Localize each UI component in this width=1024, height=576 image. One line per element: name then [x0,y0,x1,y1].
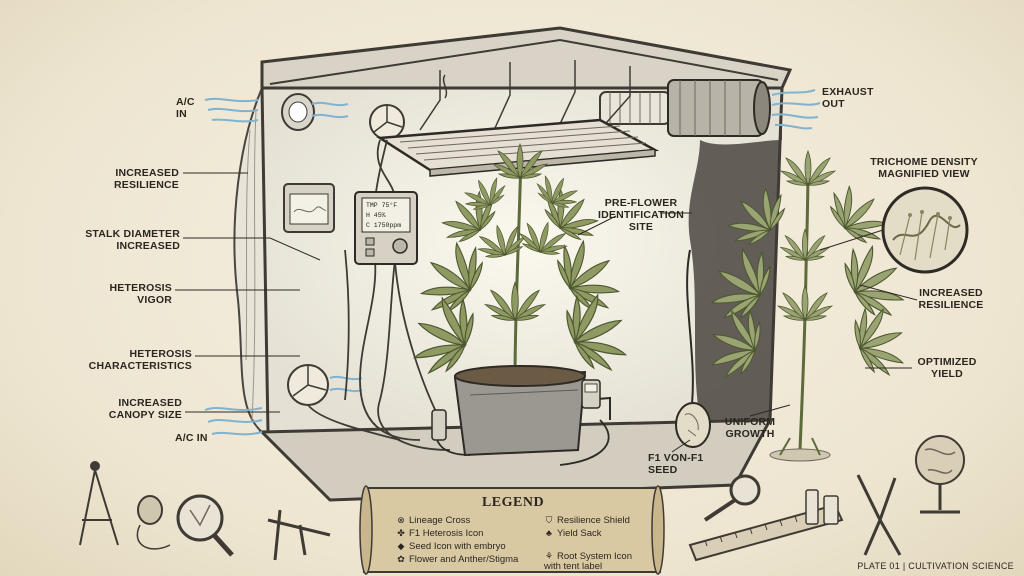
tent-left-flap [233,87,270,433]
legend-item-f1-heterosis: ✤F1 Heterosis Icon [397,528,484,539]
label-increased-canopy: INCREASED CANOPY SIZE [108,397,182,421]
vent-port-top [281,93,349,131]
plant-pot [453,365,611,457]
root-system-icon: ⚘ [544,551,554,561]
label-ac-in-top: A/C IN [176,96,195,120]
label-trichome: TRICHOME DENSITY MAGNIFIED VIEW [870,156,978,180]
magnifying-glass-icon [176,494,234,557]
calipers-icon [267,509,331,561]
label-f1-seed: F1 von-F1 SEED [648,452,704,476]
ruler-icon [688,503,844,562]
label-ac-in-bottom: A/C IN [175,432,208,444]
legend-title: LEGEND [481,495,545,510]
legend-item-yield-sack: ♣Yield Sack [544,528,601,539]
globe-icon [915,435,965,514]
yield-sack-icon: ♣ [546,528,552,538]
outdoor-comparison-plant [699,150,916,462]
drafting-compass-icon [79,461,119,546]
legend-item-seed: ◆Seed Icon with embryo [397,541,506,552]
twine-spool-icon [136,495,171,550]
leader-lines [175,172,918,453]
label-stalk-diameter: STALK DIAMETER INCREASED [85,228,180,252]
tent-top-frame [260,26,793,90]
hand-lens-icon [703,474,761,522]
exhaust-duct [599,79,771,137]
controller-line-3: C 1750ppm [366,222,401,229]
trichome-magnified-view [819,186,969,274]
plate-caption: PLATE 01 | CULTIVATION SCIENCE [857,561,1014,571]
label-heterosis-vigor: HETEROSIS VIGOR [109,282,172,306]
spray-bottle [431,409,447,441]
environment-controller: TMP 75°F H 45% C 1750ppm [354,191,418,265]
seed-magnified-view [675,402,711,448]
main-cannabis-plant [400,143,640,383]
label-increased-resilience-left: INCREASED RESILIENCE [113,167,179,191]
legend-item-lineage-cross: ⊗Lineage Cross [397,515,471,526]
ph-meter [581,379,601,409]
label-optimized-yield: OPTIMIZED YIELD [917,356,977,380]
legend-item-flower: ✿Flower and Anther/Stigma [397,554,519,565]
legend-item-root-system: ⚘Root System Icon with tent label [544,551,632,572]
cross-icon: ⊗ [397,515,405,525]
airflow-exhaust [771,89,821,130]
seed-icon: ◆ [397,541,405,551]
f1-heterosis-icon: ✤ [397,528,405,538]
legend: LEGEND ⊗Lineage Cross ✤F1 Heterosis Icon… [366,485,660,573]
legend-scroll [359,485,665,575]
pruning-shears-icon [856,474,902,556]
label-heterosis-characteristics: HETEROSIS CHARACTERISTICS [88,348,192,372]
legend-item-resilience-shield: ⛉Resilience Shield [545,515,630,526]
controller-line-2: H 45% [366,212,386,219]
wall-hygrometer [283,183,335,233]
airflow-ac-top [204,97,259,123]
clip-fan-bottom [287,364,363,406]
clip-fan-top [369,104,405,140]
flower-icon: ✿ [397,554,405,564]
light-hangers [419,60,631,131]
label-uniform-growth: UNIFORM GROWTH [724,416,776,440]
airflow-ac-bottom [204,407,263,436]
label-pre-flower: PRE-FLOWER IDENTIFICATION SITE [597,197,684,233]
controller-line-1: TMP 75°F [366,201,397,209]
label-increased-resilience-right: INCREASED RESILIENCE [918,287,984,311]
vials-icon [805,489,839,525]
shield-icon: ⛉ [545,515,553,525]
label-exhaust-out: EXHAUST OUT [822,86,874,110]
